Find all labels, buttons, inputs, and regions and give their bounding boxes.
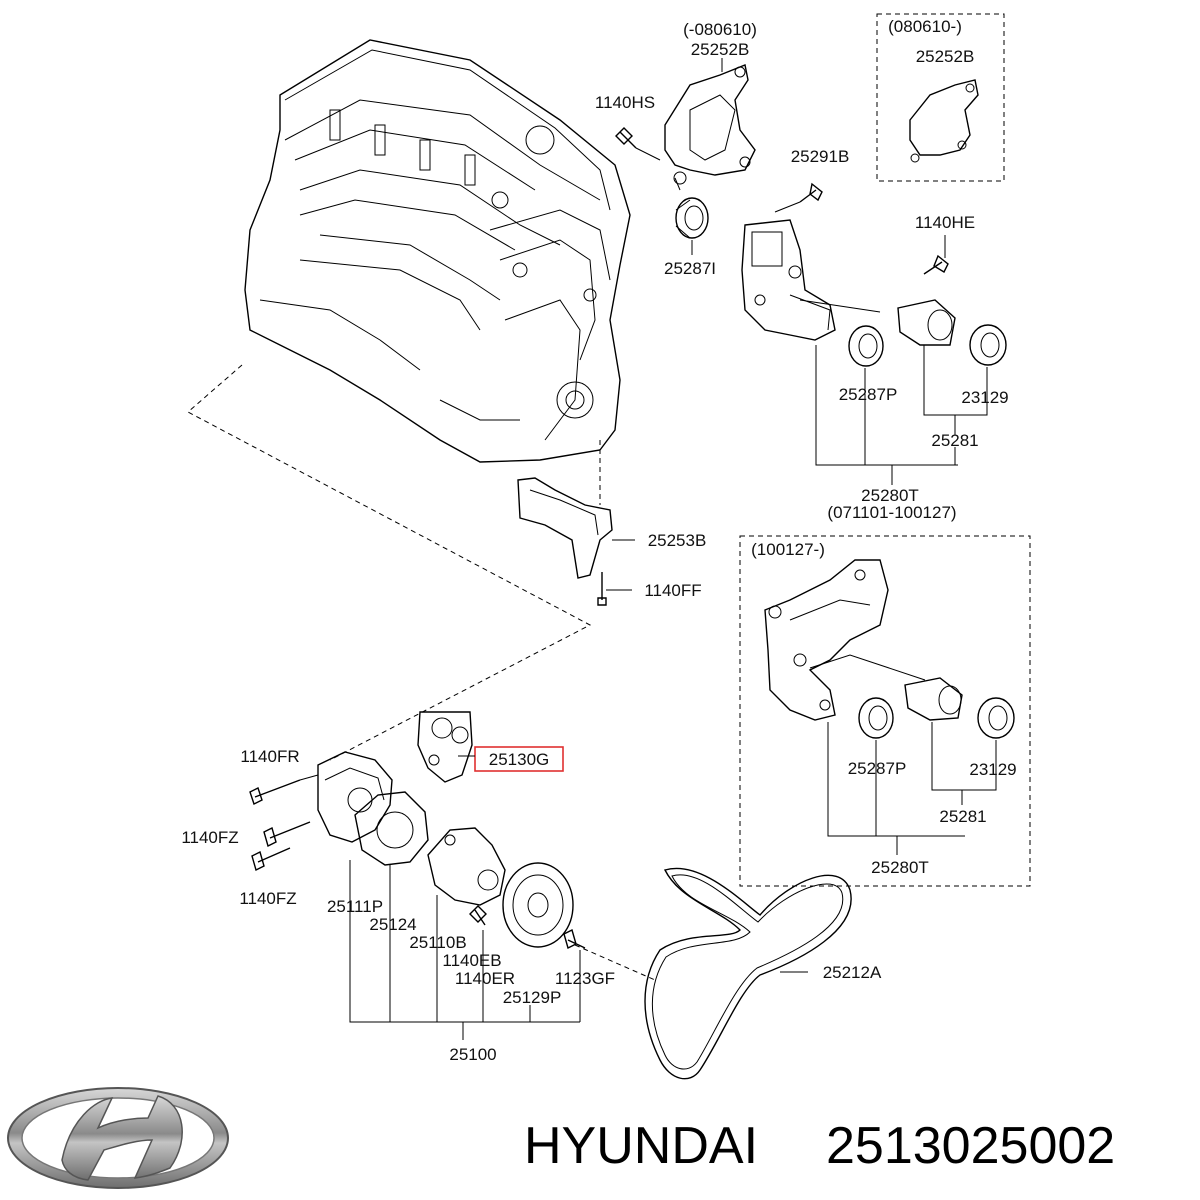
label-25130g: 25130G bbox=[489, 750, 550, 769]
label-1140ff: 1140FF bbox=[644, 581, 701, 600]
label-25212a: 25212A bbox=[823, 963, 882, 982]
belt-leader-line bbox=[574, 944, 656, 981]
label-23129-early: 23129 bbox=[961, 388, 1008, 407]
idler-pulley-25287i bbox=[675, 197, 709, 239]
housing-25111p bbox=[317, 751, 393, 843]
part-number: 2513025002 bbox=[826, 1117, 1115, 1175]
label-1140fz-lower: 1140FZ bbox=[239, 889, 296, 908]
label-25280t-early: 25280T bbox=[861, 486, 919, 505]
bolts-1140fr-1140fz bbox=[249, 774, 319, 872]
pulley-25287p-late bbox=[858, 697, 894, 739]
label-1123gf: 1123GF bbox=[555, 969, 615, 988]
tree-25280t-late bbox=[827, 722, 997, 855]
label-1140eb: 1140EB bbox=[442, 951, 501, 970]
label-25100: 25100 bbox=[449, 1045, 496, 1064]
label-25252b-late: 25252B bbox=[916, 47, 975, 66]
label-25110b: 25110B bbox=[409, 933, 466, 952]
highlight-box-25130g bbox=[474, 746, 564, 772]
label-25111p: 25111P bbox=[327, 897, 383, 916]
tensioner-25281-late bbox=[904, 677, 963, 721]
pulley-23129-early bbox=[969, 324, 1007, 366]
tensioner-bracket-25280t-early bbox=[741, 219, 881, 341]
bracket-25253b bbox=[517, 477, 635, 579]
label-25252b-early: 25252B bbox=[691, 40, 750, 59]
label-23129-late: 23129 bbox=[969, 760, 1016, 779]
tree-25280t-early bbox=[815, 345, 988, 485]
engine-boundary-line bbox=[187, 364, 592, 761]
label-071101-100127: (071101-100127) bbox=[827, 503, 956, 522]
label-080610-late: (080610-) bbox=[888, 17, 962, 36]
tensioner-25281-early bbox=[897, 299, 956, 346]
bolt-1140ff bbox=[597, 572, 632, 606]
label-1140hs: 1140HS bbox=[595, 93, 655, 112]
engine-block bbox=[244, 39, 631, 463]
label-1140fr: 1140FR bbox=[240, 747, 299, 766]
hyundai-logo-icon bbox=[7, 1087, 229, 1189]
bolts-1140eb-1140er-1123gf bbox=[469, 905, 586, 950]
label-080610-early: (-080610) bbox=[683, 20, 757, 39]
water-pump-25110b bbox=[427, 827, 506, 906]
gasket-25124 bbox=[354, 791, 429, 866]
label-25287p-early: 25287P bbox=[839, 385, 898, 404]
drive-belt-25212a bbox=[644, 867, 852, 1080]
label-1140fz-upper: 1140FZ bbox=[181, 828, 238, 847]
label-25287p-late: 25287P bbox=[848, 759, 907, 778]
label-1140er: 1140ER bbox=[455, 969, 515, 988]
bracket-25252b-early bbox=[664, 64, 756, 191]
label-25280t-late: 25280T bbox=[871, 858, 929, 877]
label-25129p: 25129P bbox=[503, 988, 562, 1007]
label-25287i: 25287I bbox=[664, 259, 716, 278]
bolt-1140hs bbox=[615, 127, 661, 161]
label-25124: 25124 bbox=[369, 915, 416, 934]
variant-box-100127 bbox=[739, 535, 1031, 887]
bracket-25252b-late bbox=[909, 79, 979, 163]
gasket-25130g bbox=[417, 711, 473, 783]
brand-name: HYUNDAI bbox=[524, 1117, 758, 1175]
label-25281-early: 25281 bbox=[931, 431, 978, 450]
label-25253b: 25253B bbox=[648, 531, 707, 550]
label-1140he: 1140HE bbox=[915, 213, 975, 232]
label-25291b: 25291B bbox=[791, 147, 850, 166]
pulley-25287p-early bbox=[848, 325, 884, 367]
bolt-25291b bbox=[774, 182, 823, 213]
tensioner-bracket-25280t-late bbox=[764, 559, 926, 721]
pulley-25129p bbox=[502, 862, 574, 948]
bolt-1140he bbox=[923, 254, 949, 275]
label-100127: (100127-) bbox=[751, 540, 825, 559]
tree-25100 bbox=[349, 860, 581, 1040]
variant-box-080610 bbox=[876, 13, 1005, 182]
pulley-23129-late bbox=[977, 697, 1015, 739]
label-25281-late: 25281 bbox=[939, 807, 986, 826]
